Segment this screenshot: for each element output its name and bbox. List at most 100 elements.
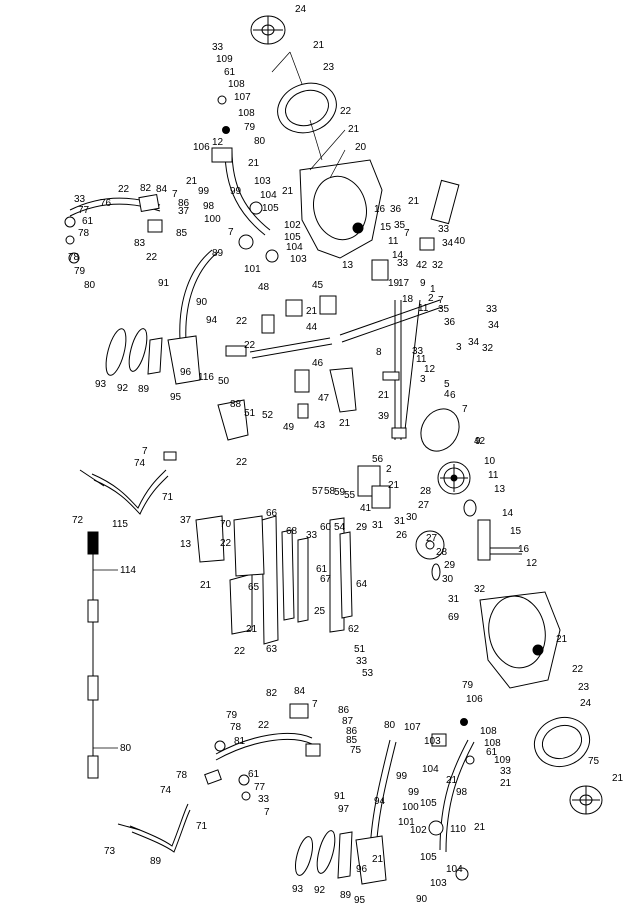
- part-number-label: 94: [206, 315, 218, 326]
- part-number-label: 106: [466, 694, 483, 705]
- part-number-label: 2: [428, 293, 434, 304]
- part-number-label: 59: [334, 487, 346, 498]
- part-number-label: 7: [438, 295, 444, 306]
- part-number-label: 33: [212, 42, 224, 53]
- part-number-label: 72: [72, 515, 84, 526]
- part-number-label: 52: [262, 410, 274, 421]
- part-number-label: 19: [388, 278, 400, 289]
- part-number-label: 101: [398, 817, 415, 828]
- part-number-label: 11: [418, 303, 429, 314]
- part-number-label: 26: [396, 530, 408, 541]
- part-number-label: 88: [230, 399, 242, 410]
- part-number-label: 64: [356, 579, 368, 590]
- part-number-label: 15: [510, 526, 522, 537]
- part-number-label: 107: [234, 92, 251, 103]
- part-number-label: 11: [416, 354, 427, 365]
- part-number-label: 100: [402, 802, 419, 813]
- part-number-label: 12: [424, 364, 436, 375]
- part-number-label: 91: [334, 791, 346, 802]
- part-number-label: 104: [446, 864, 463, 875]
- part-number-label: 92: [314, 885, 326, 896]
- part-number-label: 24: [580, 698, 592, 709]
- part-number-label: 23: [323, 62, 335, 73]
- part-number-label: 103: [290, 254, 307, 265]
- part-number-label: 78: [78, 228, 90, 239]
- part-number-label: 95: [170, 392, 182, 403]
- part-number-label: 44: [306, 322, 318, 333]
- part-number-label: 56: [372, 454, 384, 465]
- part-number-label: 80: [120, 743, 132, 754]
- part-number-label: 11: [488, 470, 499, 481]
- part-number-label: 7: [264, 807, 270, 818]
- part-number-label: 21: [372, 854, 384, 865]
- part-number-label: 61: [248, 769, 260, 780]
- part-number-label: 21: [446, 775, 458, 786]
- part-number-label: 100: [204, 214, 221, 225]
- part-number-label: 105: [420, 852, 437, 863]
- part-number-label: 85: [176, 228, 188, 239]
- part-number-label: 61: [316, 564, 328, 575]
- part-number-label: 78: [68, 252, 80, 263]
- part-number-label: 85: [346, 735, 358, 746]
- part-number-label: 29: [356, 522, 368, 533]
- part-number-label: 81: [234, 736, 246, 747]
- part-number-label: 33: [306, 530, 318, 541]
- part-number-label: 68: [286, 526, 298, 537]
- part-number-label: 2: [386, 464, 392, 475]
- part-number-label: 93: [95, 379, 107, 390]
- part-number-label: 33: [258, 794, 270, 805]
- part-number-label: 90: [196, 297, 208, 308]
- part-number-label: 84: [156, 184, 168, 195]
- part-number-label: 22: [236, 316, 248, 327]
- part-number-label: 22: [146, 252, 158, 263]
- part-number-label: 86: [346, 726, 358, 737]
- flywheel-cap-part: [250, 15, 286, 45]
- part-number-label: 22: [244, 340, 256, 351]
- part-number-label: 22: [572, 664, 584, 675]
- part-number-label: 80: [254, 136, 266, 147]
- part-number-label: 77: [254, 782, 266, 793]
- part-number-label: 104: [260, 190, 277, 201]
- part-number-label: 21: [306, 306, 318, 317]
- part-number-label: 39: [378, 411, 390, 422]
- part-number-label: 61: [224, 67, 236, 78]
- part-number-label: 94: [374, 796, 386, 807]
- part-number-label: 35: [438, 304, 450, 315]
- part-number-label: 54: [334, 522, 346, 533]
- part-number-label: 108: [228, 79, 245, 90]
- part-number-label: 7: [312, 699, 318, 710]
- part-number-label: 31: [372, 520, 384, 531]
- part-number-label: 16: [374, 204, 386, 215]
- part-number-label: 22: [340, 106, 352, 117]
- part-number-label: 46: [312, 358, 324, 369]
- part-number-label: 32: [432, 260, 444, 271]
- part-number-label: 21: [474, 822, 486, 833]
- part-number-label: 98: [456, 787, 468, 798]
- part-number-label: 7: [404, 228, 410, 239]
- part-number-label: 79: [226, 710, 238, 721]
- part-number-label: 97: [338, 804, 350, 815]
- part-number-label: 31: [394, 516, 406, 527]
- part-number-label: 7: [228, 227, 234, 238]
- part-number-label: 13: [342, 260, 354, 271]
- part-number-label: 51: [354, 644, 366, 655]
- part-number-label: 99: [230, 186, 242, 197]
- part-number-label: 15: [380, 222, 392, 233]
- part-number-label: 3: [456, 342, 462, 353]
- part-number-label: 35: [394, 220, 406, 231]
- lower-small-handle-part: [117, 803, 191, 853]
- lower-housing-part: [479, 591, 561, 689]
- part-number-label: 61: [486, 747, 498, 758]
- cable-part: [87, 531, 118, 779]
- part-number-label: 34: [442, 238, 454, 249]
- part-number-label: 114: [120, 565, 136, 576]
- part-number-label: 7: [462, 404, 468, 415]
- part-number-label: 10: [484, 456, 496, 467]
- part-number-label: 84: [294, 686, 306, 697]
- part-number-label: 105: [284, 232, 301, 243]
- small-handle-part: [79, 451, 177, 515]
- part-number-label: 7: [142, 446, 148, 457]
- part-number-label: 108: [480, 726, 497, 737]
- part-number-label: 99: [198, 186, 210, 197]
- part-number-label: 22: [220, 538, 232, 549]
